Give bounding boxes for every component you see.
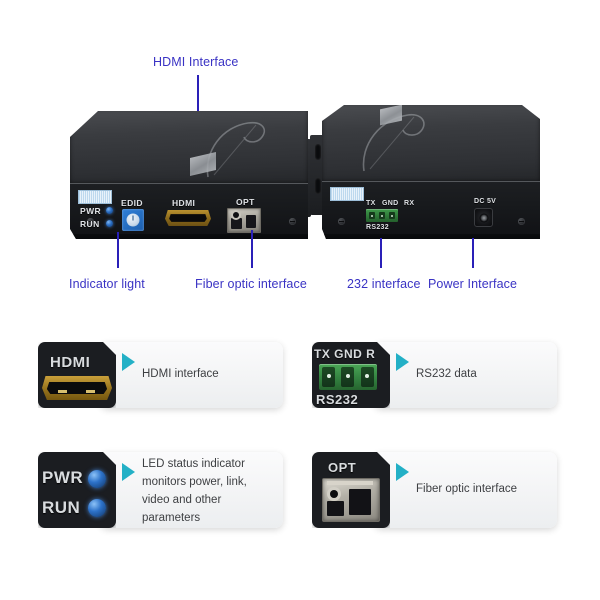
- thumb-label-opt: OPT: [328, 460, 357, 475]
- silk-label-edid: EDID: [121, 198, 143, 208]
- info-panel-led-status: LED status indicator monitors power, lin…: [100, 452, 283, 528]
- silk-label-gnd: GND: [382, 200, 399, 207]
- thumb-label-hdmi: HDMI: [50, 354, 91, 371]
- device-front-panel: PWR RUN EDID HDMI OPT: [70, 183, 308, 239]
- info-card-fiber-optic[interactable]: OPT Fiber optic interface: [312, 452, 557, 528]
- front-barcode-sticker: [78, 190, 112, 204]
- device-transmitter: PWR RUN EDID HDMI OPT: [70, 105, 308, 255]
- device-top-shell: [70, 111, 308, 185]
- leader-line-indicator-light: [117, 232, 119, 268]
- callout-label-power-interface: Power Interface: [428, 277, 518, 291]
- silk-label-opt: OPT: [236, 197, 255, 207]
- leader-line-fiber-optic: [251, 230, 253, 268]
- thumb-label-pwr: PWR: [42, 468, 84, 487]
- leader-line-232: [380, 238, 382, 268]
- callout-label-indicator-light: Indicator light: [69, 277, 145, 291]
- leader-line-power: [472, 238, 474, 268]
- info-caption-led-status: LED status indicator monitors power, lin…: [142, 458, 247, 524]
- play-arrow-icon: [396, 463, 409, 481]
- silk-label-rx: RX: [404, 200, 415, 207]
- callout-label-fiber-optic-interface: Fiber optic interface: [195, 277, 307, 291]
- silk-label-rs232: RS232: [366, 224, 389, 231]
- play-arrow-icon: [122, 463, 135, 481]
- thumb-led-run: [88, 499, 106, 517]
- panel-screw: [87, 218, 94, 225]
- dc-power-jack[interactable]: [474, 208, 493, 227]
- device-front-panel: TX GND RX RS232 DC 5V: [322, 181, 540, 239]
- front-barcode-sticker: [330, 187, 364, 201]
- led-pwr: [106, 207, 113, 214]
- mounting-ear-right: [310, 135, 325, 215]
- brand-swirl-icon: [354, 109, 434, 179]
- silk-label-pwr: PWR: [80, 206, 102, 216]
- device-top-shell: [322, 105, 540, 183]
- thumb-label-rs232: RS232: [316, 392, 359, 407]
- info-card-hdmi[interactable]: HDMI HDMI interface: [38, 342, 283, 408]
- silk-label-dc-5v: DC 5V: [474, 198, 497, 205]
- play-arrow-icon: [396, 353, 409, 371]
- info-caption-fiber-optic: Fiber optic interface: [416, 483, 517, 496]
- thumbnail-hdmi-port: HDMI: [38, 342, 116, 408]
- brand-swirl-icon: [200, 117, 270, 183]
- thumb-led-pwr: [88, 470, 106, 488]
- led-run: [106, 220, 113, 227]
- info-panel-hdmi: HDMI interface: [100, 342, 283, 408]
- edid-rotary-switch[interactable]: [122, 209, 144, 231]
- product-photo: PWR RUN EDID HDMI OPT: [60, 105, 540, 260]
- info-panel-fiber-optic: Fiber optic interface: [374, 452, 557, 528]
- callout-label-232-interface: 232 interface: [347, 277, 421, 291]
- thumbnail-opt-port: OPT: [312, 452, 390, 528]
- panel-screw: [518, 218, 525, 225]
- play-arrow-icon: [122, 353, 135, 371]
- thumbnail-led-indicators: PWR RUN: [38, 452, 116, 528]
- silk-label-tx: TX: [366, 200, 376, 207]
- silk-label-hdmi: HDMI: [172, 198, 196, 208]
- thumbnail-rs232-port: TX GND R RS232: [312, 342, 390, 408]
- silk-label-run: RUN: [80, 219, 100, 229]
- callout-label-hdmi-interface: HDMI Interface: [153, 55, 239, 69]
- thumb-label-run: RUN: [42, 498, 81, 517]
- info-card-led-status[interactable]: PWR RUN LED status indicator monitors po…: [38, 452, 283, 528]
- panel-screw: [338, 218, 345, 225]
- hdmi-port[interactable]: [165, 210, 211, 226]
- thumb-label-tx-gnd-rx: TX GND R: [314, 347, 376, 361]
- info-caption-hdmi: HDMI interface: [142, 368, 219, 381]
- panel-screw: [289, 218, 296, 225]
- info-card-rs232[interactable]: TX GND R RS232 RS232 data: [312, 342, 557, 408]
- device-receiver: TX GND RX RS232 DC 5V: [322, 105, 540, 255]
- opt-fiber-port[interactable]: [227, 208, 261, 233]
- rs232-terminal-block[interactable]: [366, 209, 398, 222]
- info-caption-rs232: RS232 data: [416, 368, 477, 381]
- info-panel-rs232: RS232 data: [374, 342, 557, 408]
